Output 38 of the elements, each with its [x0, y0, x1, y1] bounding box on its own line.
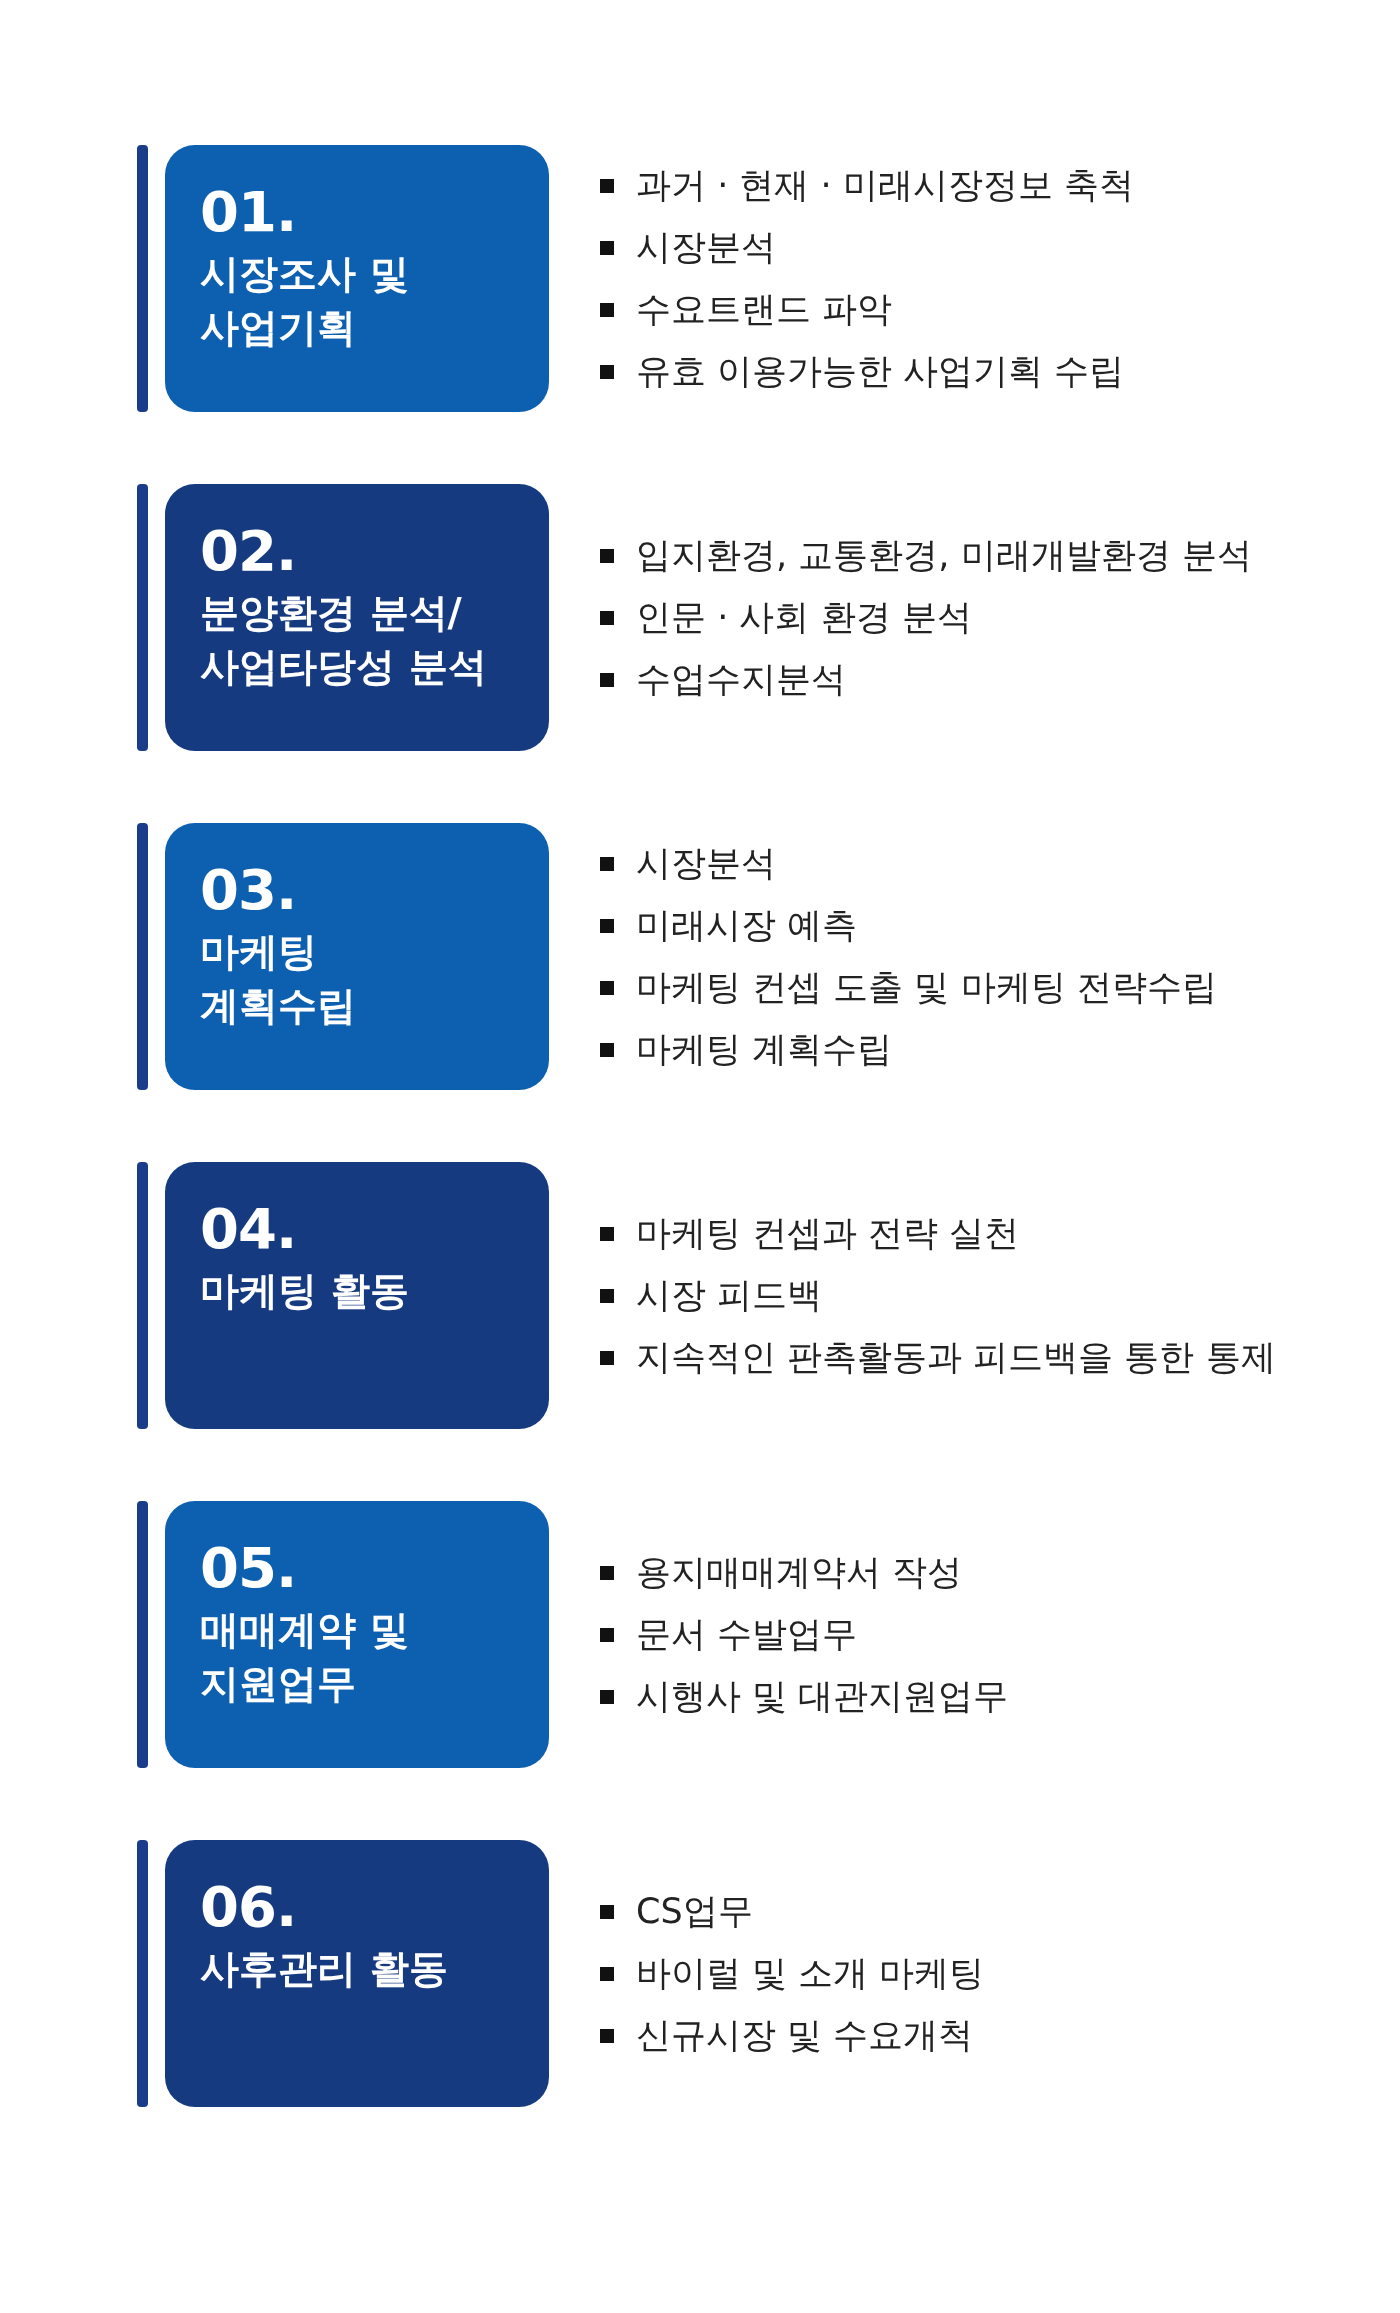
step-title: 마케팅 계획수립 [200, 928, 357, 1030]
bullet-text: 유효 이용가능한 사업기획 수립 [636, 350, 1125, 393]
step-title: 마케팅 활동 [200, 1267, 410, 1315]
bullet-text: 지속적인 판촉활동과 피드백을 통한 통제 [636, 1336, 1276, 1379]
step-number: 01. [200, 179, 298, 245]
step-box [165, 1840, 549, 2107]
bullet-text: 시행사 및 대관지원업무 [636, 1675, 1009, 1718]
bullet-text: 수요트랜드 파악 [636, 288, 893, 331]
bullet-text: 수업수지분석 [636, 658, 846, 701]
bullet-text: 마케팅 컨셉 도출 및 마케팅 전략수립 [636, 966, 1217, 1009]
step-number: 05. [200, 1535, 298, 1601]
step-box [165, 484, 549, 751]
bullet-text: 용지매매계약서 작성 [636, 1551, 963, 1594]
step-number: 03. [200, 857, 298, 923]
bullet-text: 바이럴 및 소개 마케팅 [636, 1952, 985, 1995]
bullet-text: 신규시장 및 수요개척 [636, 2014, 974, 2057]
step-number: 02. [200, 518, 298, 584]
step-number: 06. [200, 1874, 298, 1940]
bullet-text: 시장분석 [636, 226, 776, 269]
bullet-text: 문서 수발업무 [636, 1613, 858, 1656]
bullet-text: 입지환경, 교통환경, 미래개발환경 분석 [636, 534, 1252, 577]
step-title: 분양환경 분석/ 사업타당성 분석 [200, 589, 488, 691]
step-box [165, 145, 549, 412]
bullet-text: 인문 · 사회 환경 분석 [636, 596, 972, 639]
bullet-text: 미래시장 예측 [636, 904, 858, 947]
step-title: 사후관리 활동 [200, 1945, 449, 1993]
step-number: 04. [200, 1196, 298, 1262]
step-title: 시장조사 및 사업기획 [200, 250, 410, 352]
bullet-text: 시장분석 [636, 842, 776, 885]
step-box [165, 823, 549, 1090]
bullet-text: 마케팅 컨셉과 전략 실천 [636, 1212, 1020, 1255]
step-title: 매매계약 및 지원업무 [200, 1606, 410, 1708]
bullet-text: 마케팅 계획수립 [636, 1028, 893, 1071]
step-box [165, 1162, 549, 1429]
step-box [165, 1501, 549, 1768]
bullet-text: 시장 피드백 [636, 1274, 823, 1317]
bullet-text: CS업무 [636, 1890, 753, 1933]
bullet-text: 과거 · 현재 · 미래시장정보 축척 [636, 164, 1134, 207]
